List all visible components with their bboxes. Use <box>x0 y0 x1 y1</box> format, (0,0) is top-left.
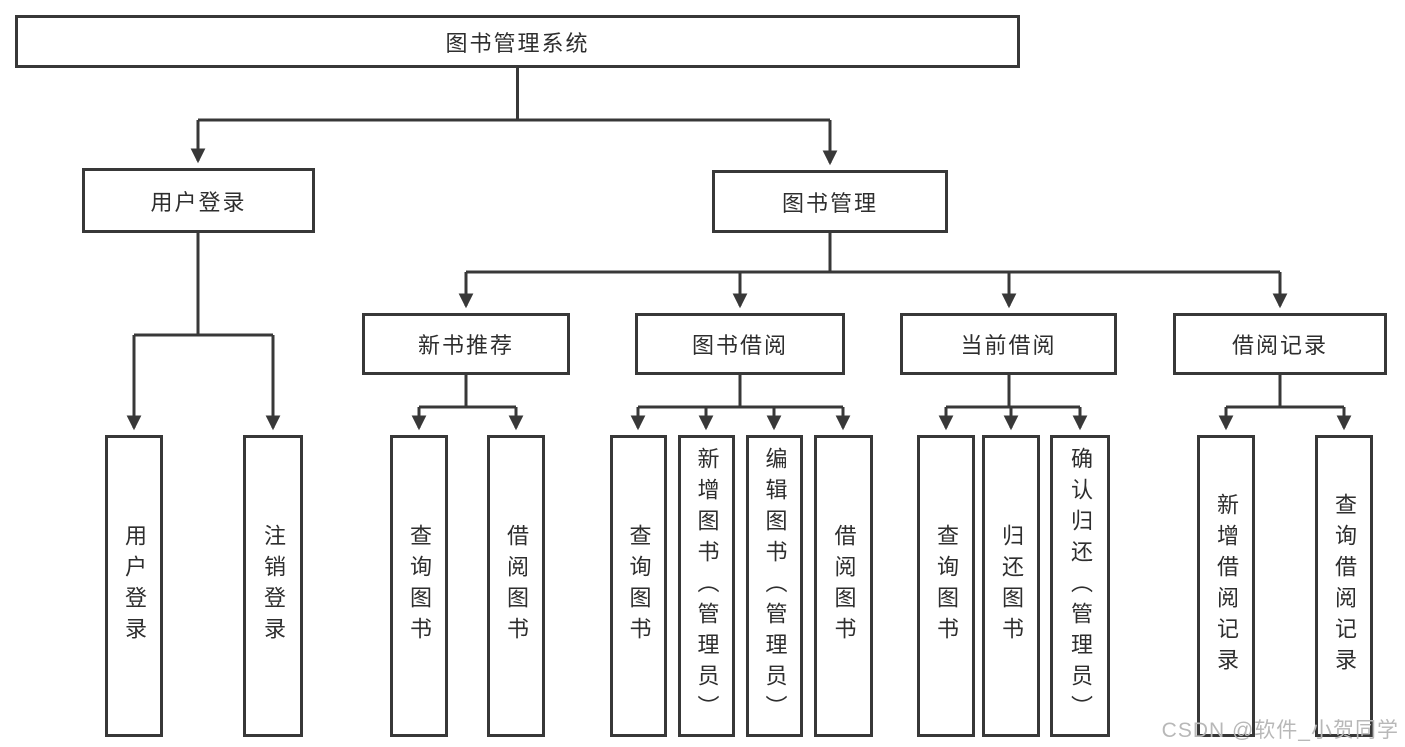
node-book-management: 图书管理 <box>712 170 948 233</box>
leaf-query-books-3: 查询图书 <box>917 435 975 737</box>
leaf-borrow-books-2: 借阅图书 <box>814 435 873 737</box>
leaf-query-books-1: 查询图书 <box>390 435 448 737</box>
node-user-login: 用户登录 <box>82 168 315 233</box>
node-new-book-recommend: 新书推荐 <box>362 313 570 375</box>
leaf-edit-books-admin: 编辑图书（管理员） <box>746 435 803 737</box>
leaf-add-books-admin: 新增图书（管理员） <box>678 435 735 737</box>
leaf-query-books-2: 查询图书 <box>610 435 667 737</box>
leaf-user-login: 用户登录 <box>105 435 163 737</box>
leaf-borrow-books-1: 借阅图书 <box>487 435 545 737</box>
node-borrowing-records: 借阅记录 <box>1173 313 1387 375</box>
leaf-add-borrow-record: 新增借阅记录 <box>1197 435 1255 737</box>
leaf-return-books: 归还图书 <box>982 435 1040 737</box>
node-book-borrowing: 图书借阅 <box>635 313 845 375</box>
leaf-query-borrow-record: 查询借阅记录 <box>1315 435 1373 737</box>
node-current-borrowing: 当前借阅 <box>900 313 1117 375</box>
node-system-root: 图书管理系统 <box>15 15 1020 68</box>
csdn-watermark: CSDN @软件_小贺同学 <box>1161 719 1399 742</box>
leaf-confirm-return-admin: 确认归还（管理员） <box>1050 435 1110 737</box>
leaf-logout: 注销登录 <box>243 435 303 737</box>
